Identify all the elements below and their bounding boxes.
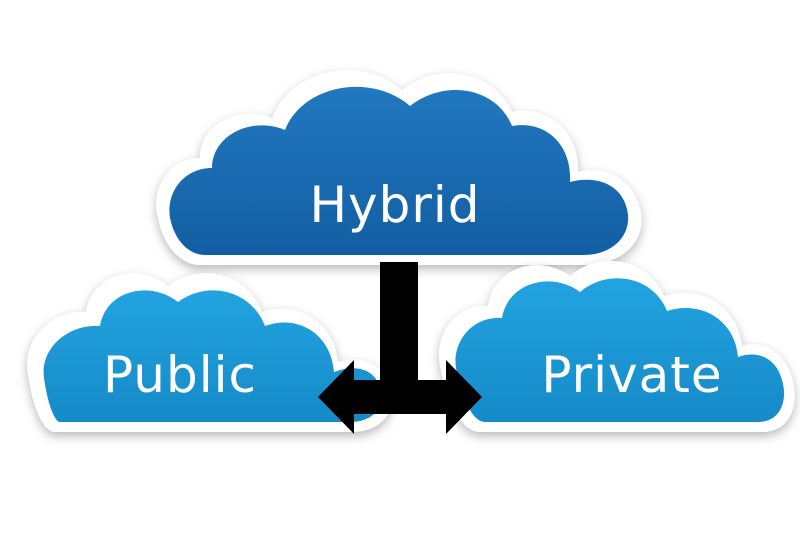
connector-crossbar — [345, 380, 455, 414]
private-cloud-body — [455, 278, 785, 422]
arrowhead-left-icon — [318, 360, 354, 434]
connector-arrow — [318, 262, 482, 434]
public-cloud: Public — [27, 273, 393, 432]
arrowhead-right-icon — [446, 360, 482, 434]
hybrid-cloud-label: Hybrid — [309, 176, 480, 234]
private-cloud-label: Private — [541, 346, 722, 404]
connector-stem — [380, 262, 418, 400]
private-cloud: Private — [439, 260, 795, 432]
hybrid-cloud: Hybrid — [156, 70, 642, 265]
hybrid-cloud-body — [169, 86, 629, 255]
public-cloud-body — [43, 290, 382, 422]
public-cloud-label: Public — [103, 346, 257, 404]
